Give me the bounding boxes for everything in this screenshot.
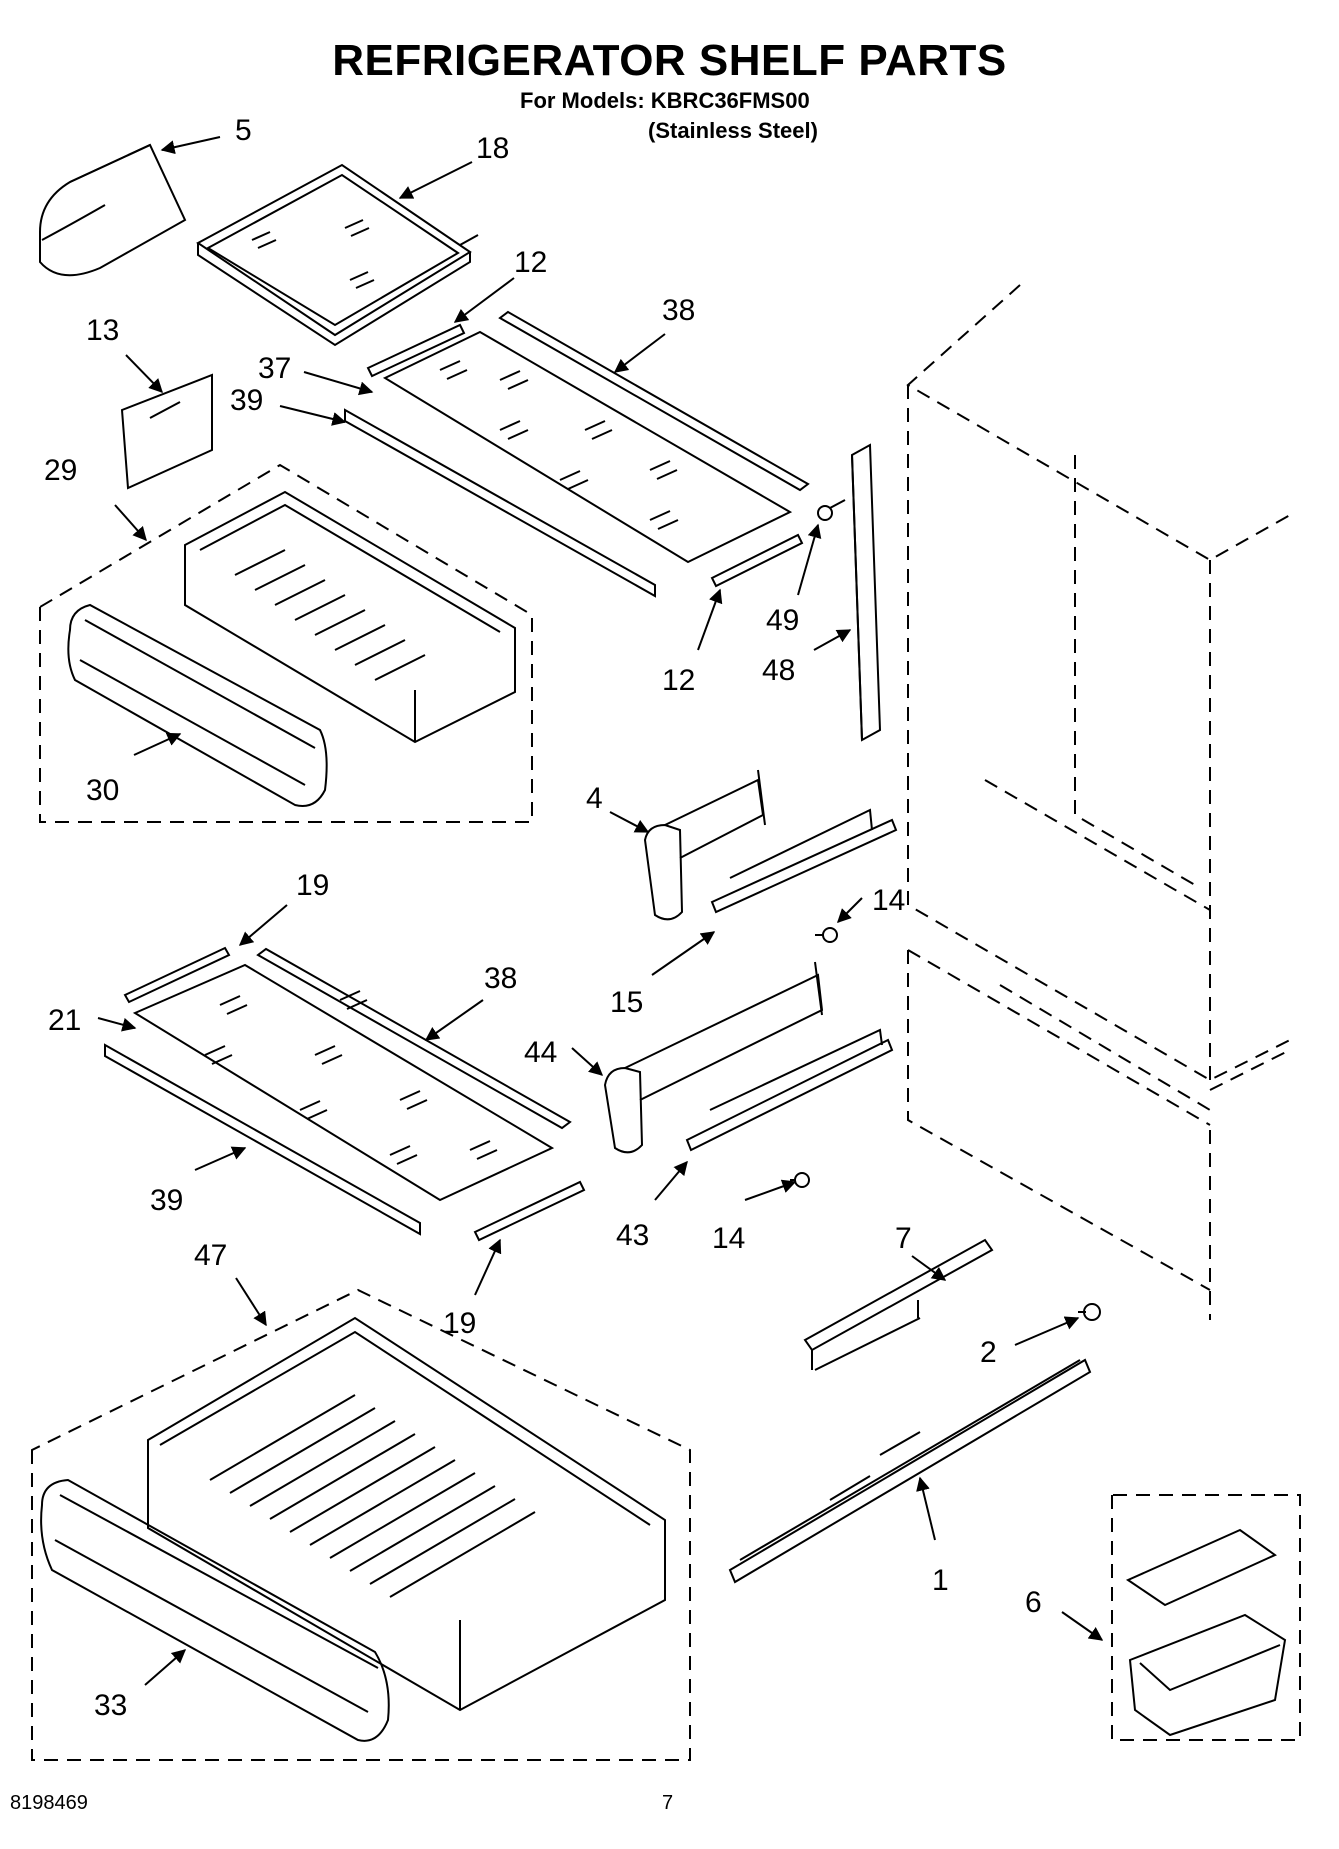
part-47-drawer-basket (147, 1316, 666, 1712)
part-30-crisper-front (67, 603, 328, 807)
cabinet-outline (906, 284, 1291, 1320)
callout-44: 44 (524, 1036, 557, 1069)
part-19-trim-top (123, 946, 231, 1004)
part-14-screw-upper (815, 927, 838, 943)
callout-37: 37 (258, 352, 291, 385)
callout-38: 38 (484, 962, 517, 995)
callout-7: 7 (895, 1222, 912, 1255)
callout-19: 19 (296, 869, 329, 902)
part-18-glass-shelf (196, 163, 479, 347)
part-44-shelf-bracket (603, 961, 824, 1154)
callout-5: 5 (235, 114, 252, 147)
callout-14: 14 (872, 884, 905, 917)
part-14-screw-lower (790, 1172, 810, 1188)
callout-48: 48 (762, 654, 795, 687)
callout-19: 19 (443, 1307, 476, 1340)
callout-1: 1 (932, 1564, 949, 1597)
part-33-drawer-front (40, 1478, 390, 1742)
part-48-vertical-rail (850, 443, 882, 742)
part-38-rod-top (498, 310, 810, 492)
callout-39: 39 (230, 384, 263, 417)
document-number: 8198469 (10, 1792, 88, 1814)
part-12-trim-top (366, 323, 466, 378)
callout-6: 6 (1025, 1586, 1042, 1619)
callout-43: 43 (616, 1219, 649, 1252)
part-6-dairy-bin (1125, 1528, 1287, 1737)
callout-4: 4 (586, 782, 603, 815)
callout-49: 49 (766, 604, 799, 637)
part-39-rail-bottom (104, 1043, 421, 1236)
part-21-glass-panel (132, 963, 555, 1202)
part-2-screw (1078, 1303, 1101, 1321)
finish-label: (Stainless Steel) (648, 118, 818, 143)
callout-14: 14 (712, 1222, 745, 1255)
part-43-shelf-rail (685, 1028, 894, 1152)
page-number: 7 (662, 1792, 674, 1814)
part-15-shelf-rail (710, 808, 898, 914)
part-19-trim-bottom (473, 1180, 586, 1242)
callout-arrows (97, 136, 1104, 1686)
callout-29: 29 (44, 454, 77, 487)
part-5-crisper-cover (39, 143, 187, 277)
model-number: For Models: KBRC36FMS00 (520, 88, 810, 113)
callout-labels: 5 18 12 38 13 37 39 29 49 12 48 30 4 14 … (44, 114, 1042, 1722)
callout-12: 12 (514, 246, 547, 279)
callout-12: 12 (662, 664, 695, 697)
callout-47: 47 (194, 1239, 227, 1272)
part-47-drawer-assembly-box (31, 1288, 691, 1761)
part-49-screw (817, 499, 846, 521)
callout-21: 21 (48, 1004, 81, 1037)
callout-38: 38 (662, 294, 695, 327)
part-38-rod-bottom (256, 947, 572, 1130)
callout-15: 15 (610, 986, 643, 1019)
part-7-shelf-support (803, 1238, 994, 1371)
part-13-divider (120, 373, 213, 490)
part-12-trim-bottom (710, 533, 804, 588)
part-6-dairy-box (1111, 1494, 1301, 1741)
callout-30: 30 (86, 774, 119, 807)
callout-2: 2 (980, 1336, 997, 1369)
part-37-glass-panel (382, 330, 793, 564)
callout-18: 18 (476, 132, 509, 165)
callout-33: 33 (94, 1689, 127, 1722)
page-title: REFRIGERATOR SHELF PARTS (332, 36, 1007, 85)
callout-13: 13 (86, 314, 119, 347)
part-1-slide-rail (728, 1358, 1092, 1584)
callout-39: 39 (150, 1184, 183, 1217)
part-29-crisper-basket (184, 490, 516, 744)
part-29-crisper-assembly-box (39, 463, 533, 823)
